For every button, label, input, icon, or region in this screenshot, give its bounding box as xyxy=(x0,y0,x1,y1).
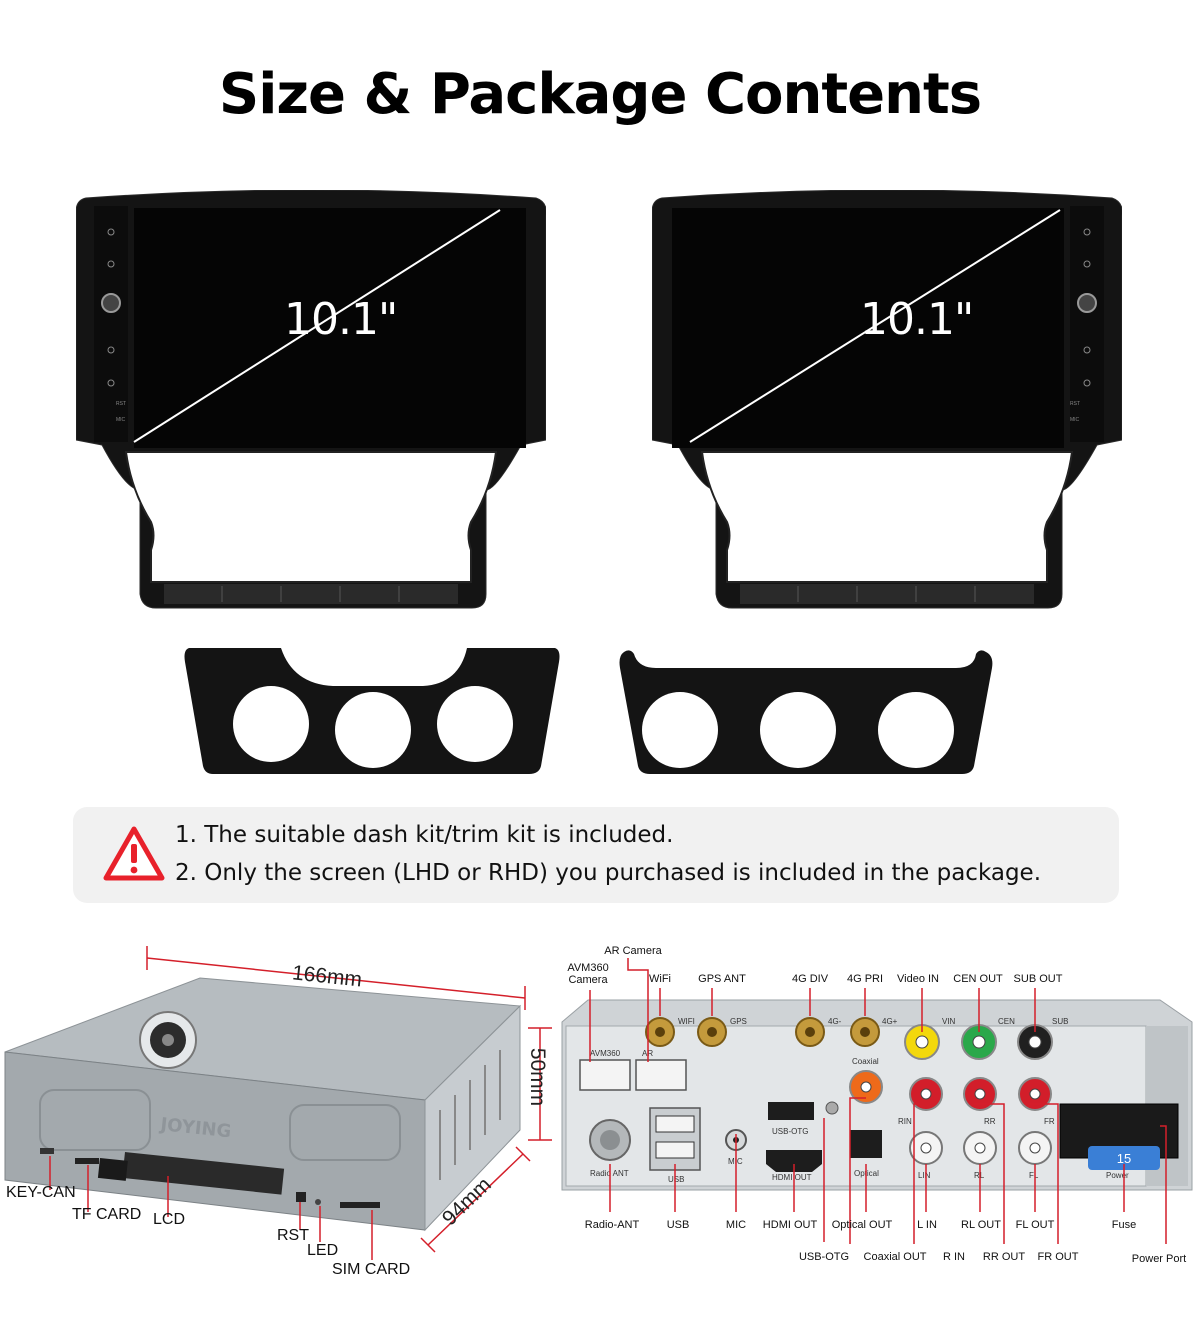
rear-panel-pointer-lines xyxy=(589,958,1167,1244)
marking-wifi: WIFI xyxy=(678,1017,695,1026)
marking-usb: USB xyxy=(668,1175,684,1184)
label-cen-out: CEN OUT xyxy=(953,973,1003,985)
port-label-rst: RST xyxy=(277,1227,309,1244)
marking-avm360: AVM360 xyxy=(590,1049,621,1058)
label-optical-out: Optical OUT xyxy=(831,1219,893,1231)
port-label-sim-card: SIM CARD xyxy=(332,1261,411,1278)
marking-hdmi-out: HDMI OUT xyxy=(772,1173,812,1182)
dimension-height: 50mm xyxy=(526,1047,550,1107)
marking-rin: RIN xyxy=(898,1117,912,1126)
marking-4g-minus: 4G- xyxy=(828,1017,842,1026)
port-label-key-can: KEY-CAN xyxy=(6,1184,76,1201)
screen-diagonal-label: 10.1" xyxy=(284,294,398,345)
marking-lin: LIN xyxy=(918,1171,931,1180)
notice-box: 1. The suitable dash kit/trim kit is inc… xyxy=(73,807,1119,903)
label-r-in: R IN xyxy=(943,1251,965,1263)
label-fl-out: FL OUT xyxy=(1015,1219,1055,1231)
head-unit-right: RST MIC 10.1" xyxy=(652,190,1122,615)
notice-line-2: 2. Only the screen (LHD or RHD) you purc… xyxy=(175,860,1042,886)
label-mic: MIC xyxy=(725,1219,747,1231)
label-fuse: Fuse xyxy=(1111,1219,1137,1231)
port-label-tf-card: TF CARD xyxy=(72,1206,142,1223)
label-usb: USB xyxy=(666,1219,690,1231)
marking-gps: GPS xyxy=(730,1017,747,1026)
label-power-port: Power Port xyxy=(1131,1253,1187,1265)
notice-line-1: 1. The suitable dash kit/trim kit is inc… xyxy=(175,822,674,848)
mic-marking: MIC xyxy=(1070,417,1080,423)
label-video-in: Video IN xyxy=(897,973,939,985)
mic-marking: MIC xyxy=(116,417,126,423)
label-rl-out: RL OUT xyxy=(961,1219,1001,1231)
marking-cen: CEN xyxy=(998,1017,1015,1026)
marking-rr: RR xyxy=(984,1117,996,1126)
label-fr-out: FR OUT xyxy=(1037,1251,1079,1263)
label-4g-pri: 4G PRI xyxy=(846,973,884,985)
marking-sub: SUB xyxy=(1052,1017,1068,1026)
marking-4g-plus: 4G+ xyxy=(882,1017,898,1026)
label-radio-ant: Radio-ANT xyxy=(584,1219,640,1231)
marking-fl: FL xyxy=(1029,1171,1039,1180)
screen-diagonal-label: 10.1" xyxy=(860,294,974,345)
fuse-rating: 15 xyxy=(1117,1151,1131,1166)
head-unit-left: RST MIC 10.1" xyxy=(76,190,546,615)
label-usb-otg: USB-OTG xyxy=(798,1251,850,1263)
marking-vin: VIN xyxy=(942,1017,956,1026)
page-title: Size & Package Contents xyxy=(218,62,982,127)
label-gps-ant: GPS ANT xyxy=(698,973,746,985)
marking-usb-otg: USB-OTG xyxy=(772,1127,808,1136)
rst-marking: RST xyxy=(1070,401,1080,407)
label-ar-camera: AR Camera xyxy=(604,945,662,957)
warning-triangle-icon xyxy=(103,825,165,888)
marking-power: Power xyxy=(1106,1171,1129,1180)
rear-panel-illustration: 15 AVM360 AR WIFI GPS 4G- 4G+ VIN CEN SU… xyxy=(560,990,1200,1200)
port-label-led: LED xyxy=(307,1242,339,1259)
label-l-in: L IN xyxy=(917,1219,937,1231)
unit-box-illustration: JOYING xyxy=(0,940,560,1270)
label-wifi: WiFi xyxy=(649,973,671,985)
rst-marking: RST xyxy=(116,401,126,407)
marking-fr: FR xyxy=(1044,1117,1055,1126)
label-sub-out: SUB OUT xyxy=(1013,973,1063,985)
label-hdmi-out: HDMI OUT xyxy=(762,1219,818,1231)
label-4g-div: 4G DIV xyxy=(791,973,829,985)
label-avm360-camera: AVM360 Camera xyxy=(567,962,609,986)
port-label-lcd: LCD xyxy=(153,1211,186,1228)
label-rr-out: RR OUT xyxy=(982,1251,1026,1263)
trim-panel-right xyxy=(616,646,996,785)
marking-coaxial: Coaxial xyxy=(852,1057,879,1066)
label-coaxial-out: Coaxial OUT xyxy=(863,1251,927,1263)
trim-panel-left xyxy=(183,640,563,783)
